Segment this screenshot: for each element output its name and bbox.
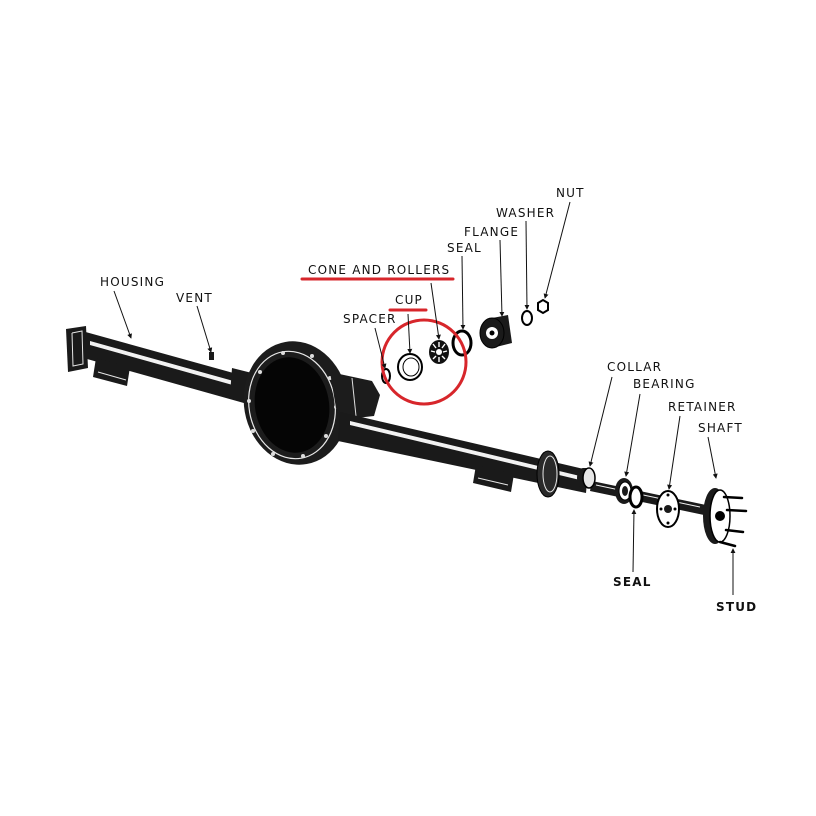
label-vent: VENT xyxy=(176,291,213,305)
label-spacer: SPACER xyxy=(343,312,397,326)
label-collar: COLLAR xyxy=(607,360,662,374)
retainer-hole xyxy=(673,507,677,511)
retainer-part xyxy=(656,490,680,528)
leader-line-shaft xyxy=(707,436,718,479)
label-cone-and-rollers: CONE AND ROLLERS xyxy=(308,263,450,277)
leader-line-spacer xyxy=(374,327,387,369)
left-spring-pad-edge xyxy=(97,371,127,381)
housing-tube-left xyxy=(80,331,262,407)
flange-bore xyxy=(489,330,495,336)
cover-bolt xyxy=(310,354,314,358)
cover-bolt xyxy=(281,351,285,355)
cover-bolts xyxy=(247,351,338,458)
part-labels: HOUSING VENT CONE AND ROLLERS CUP SPACER… xyxy=(100,186,757,614)
leader-line-cup xyxy=(407,313,413,354)
leader-line-bearing xyxy=(624,393,641,477)
cover-bolt xyxy=(251,429,255,433)
cover-bolt xyxy=(271,452,275,456)
collar-part xyxy=(577,467,596,489)
pinion-nose xyxy=(330,372,380,420)
retainer-hole xyxy=(659,507,663,511)
leader-line-seal-lower xyxy=(631,509,637,573)
highlight-circle xyxy=(380,318,468,406)
leader-line-washer xyxy=(524,220,530,310)
leader-line-seal-upper xyxy=(460,255,466,330)
retainer-center xyxy=(664,505,672,513)
brake-flange xyxy=(536,450,560,498)
leader-line-housing xyxy=(113,290,132,339)
label-retainer: RETAINER xyxy=(668,400,737,414)
label-nut: NUT xyxy=(556,186,585,200)
right-spring-pad-edge xyxy=(477,477,509,486)
cover-bolt xyxy=(258,370,262,374)
label-bearing: BEARING xyxy=(633,377,696,391)
cup-part xyxy=(397,353,423,381)
brake-flange-rim xyxy=(542,455,558,493)
shaft-flange-hub xyxy=(715,511,725,521)
stud-parts xyxy=(718,495,748,548)
washer-part xyxy=(521,310,533,326)
stud xyxy=(718,540,737,548)
right-spring-pad xyxy=(473,465,514,492)
pinion-nose-edge xyxy=(351,377,357,417)
cover-bolt xyxy=(301,454,305,458)
roller xyxy=(441,355,446,360)
housing-left-end-flange-edge xyxy=(71,330,84,367)
leader-line-flange xyxy=(499,239,505,317)
stud xyxy=(725,508,748,513)
stud xyxy=(724,528,745,534)
cone-and-rollers-part xyxy=(429,340,449,364)
collar-face xyxy=(582,467,596,489)
retainer-hole xyxy=(666,521,670,525)
axle-shaft-highlight xyxy=(595,484,701,508)
differential-cover xyxy=(254,357,330,453)
label-shaft: SHAFT xyxy=(698,421,743,435)
housing-tube-left-highlight xyxy=(90,341,255,391)
leader-line-retainer xyxy=(667,415,681,490)
leader-lines xyxy=(113,201,736,595)
cone-bore xyxy=(436,349,442,355)
bearing-bore xyxy=(622,486,628,496)
axle-seal-part xyxy=(628,485,644,509)
label-seal-upper: SEAL xyxy=(447,241,482,255)
roller xyxy=(432,355,437,360)
leader-line-cone-and-rollers xyxy=(430,282,441,340)
flange-part xyxy=(479,315,512,349)
leader-line-nut xyxy=(543,201,571,299)
label-seal-lower: SEAL xyxy=(613,575,652,589)
cover-bolt xyxy=(324,434,328,438)
roller xyxy=(430,350,436,353)
shaft-flange-part xyxy=(703,488,731,544)
housing-tube-right xyxy=(338,412,588,493)
roller xyxy=(432,343,437,349)
cone-rollers xyxy=(430,342,448,362)
label-washer: WASHER xyxy=(496,206,555,220)
highlight-marks xyxy=(300,277,468,406)
label-cup: CUP xyxy=(395,293,423,307)
cup-inner xyxy=(402,357,420,377)
leader-line-collar xyxy=(588,376,613,467)
roller xyxy=(441,343,446,349)
axle-shaft-rod xyxy=(590,481,706,515)
vent-fitting xyxy=(209,352,214,360)
housing-tube-right-highlight xyxy=(350,421,580,480)
stud xyxy=(722,495,744,500)
leader-line-vent xyxy=(196,305,213,353)
label-flange: FLANGE xyxy=(464,225,519,239)
nut-part xyxy=(537,298,549,315)
axle-housing xyxy=(66,326,588,498)
retainer-hole xyxy=(666,493,670,497)
label-housing: HOUSING xyxy=(100,275,165,289)
cover-bolt xyxy=(247,399,251,403)
axle-shaft-parts xyxy=(577,467,748,548)
label-stud: STUD xyxy=(716,600,757,614)
bearing-part xyxy=(615,478,633,504)
roller xyxy=(442,350,448,353)
